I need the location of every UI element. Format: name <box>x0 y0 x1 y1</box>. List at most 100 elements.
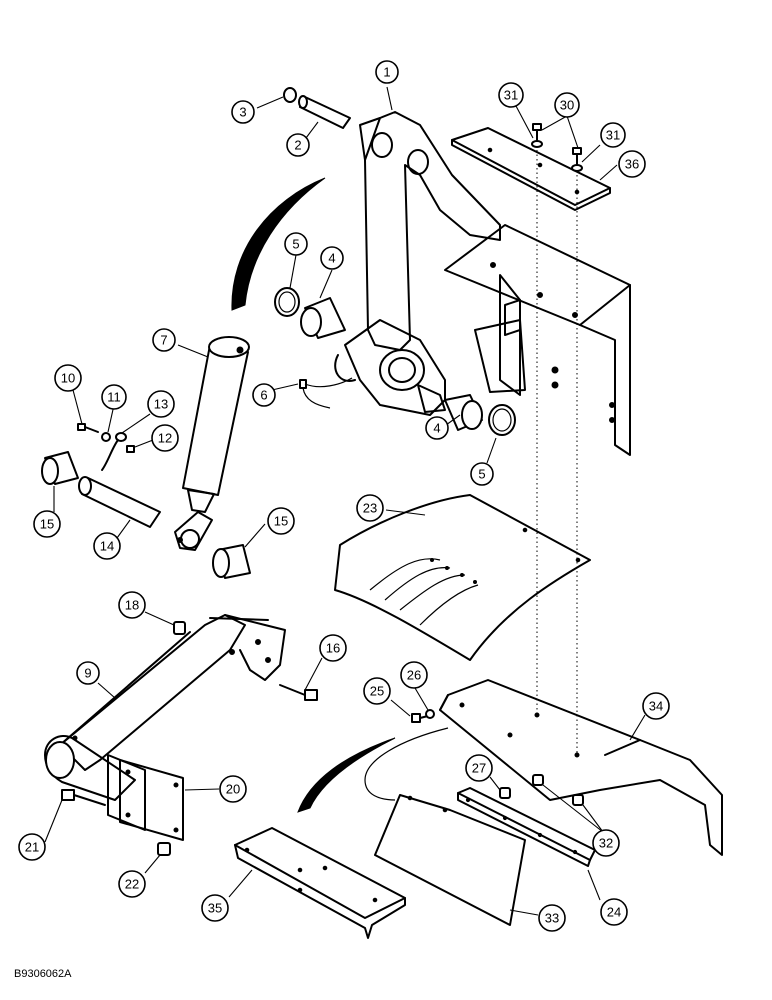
callout-25: 25 <box>363 677 391 705</box>
callout-33: 33 <box>538 904 566 932</box>
assembly-arrow-upper <box>231 177 326 311</box>
callout-3: 3 <box>231 100 255 124</box>
part-14-shaft <box>78 476 161 528</box>
callout-leaders <box>44 86 646 916</box>
callout-24: 24 <box>600 898 628 926</box>
leader-curve <box>364 727 449 801</box>
part-20-clamp-plates <box>107 754 184 841</box>
callout-5-lower: 5 <box>470 462 494 486</box>
callout-23: 23 <box>356 494 384 522</box>
callout-26: 26 <box>400 661 428 689</box>
svg-text:12: 12 <box>158 431 172 446</box>
callout-5-upper: 5 <box>284 232 308 256</box>
svg-text:11: 11 <box>107 390 121 405</box>
callout-35: 35 <box>201 894 229 922</box>
bolts-30-31 <box>531 123 583 172</box>
svg-text:30: 30 <box>560 98 574 113</box>
callout-7: 7 <box>152 328 176 352</box>
callouts: 1 2 3 4 4 5 5 6 7 9 10 11 12 13 14 15 15… <box>18 60 670 932</box>
part-15-bushing-right <box>212 544 251 579</box>
assembly-arrow-lower <box>297 737 396 813</box>
callout-16: 16 <box>319 634 347 662</box>
part-4-bushing-upper <box>300 297 346 339</box>
bolt-25-washer-26 <box>411 709 435 723</box>
callout-21: 21 <box>18 833 46 861</box>
svg-text:25: 25 <box>370 684 384 699</box>
callout-2: 2 <box>286 133 310 157</box>
svg-text:2: 2 <box>294 138 301 153</box>
svg-text:13: 13 <box>154 397 168 412</box>
part-33-flat-plate <box>374 794 526 926</box>
callout-32: 32 <box>592 829 620 857</box>
callout-31-right: 31 <box>600 122 626 148</box>
svg-text:4: 4 <box>433 421 440 436</box>
svg-text:1: 1 <box>383 65 390 80</box>
part-9-arm <box>44 614 286 801</box>
svg-text:31: 31 <box>504 88 518 103</box>
callout-27: 27 <box>465 754 493 782</box>
svg-text:15: 15 <box>274 514 288 529</box>
callout-34: 34 <box>642 692 670 720</box>
svg-text:15: 15 <box>40 517 54 532</box>
callout-4-upper: 4 <box>320 246 344 270</box>
svg-text:10: 10 <box>61 371 75 386</box>
callout-4-lower: 4 <box>425 416 449 440</box>
callout-15-left: 15 <box>33 510 61 538</box>
svg-text:23: 23 <box>363 501 377 516</box>
callout-36: 36 <box>618 150 646 178</box>
figure-code: B9306062A <box>14 968 72 980</box>
bolt-16 <box>279 684 318 701</box>
svg-text:26: 26 <box>407 668 421 683</box>
callout-15-right: 15 <box>267 507 295 535</box>
callout-10: 10 <box>54 364 82 392</box>
svg-text:16: 16 <box>326 641 340 656</box>
callout-11: 11 <box>101 384 127 410</box>
svg-text:24: 24 <box>607 905 621 920</box>
part-2-pin <box>298 95 351 129</box>
svg-text:4: 4 <box>328 251 335 266</box>
svg-text:5: 5 <box>478 467 485 482</box>
part-5-seal-lower <box>488 404 516 436</box>
part-7-hydraulic-cylinder <box>174 336 250 551</box>
callout-18: 18 <box>118 591 146 619</box>
side-bracket <box>444 224 631 456</box>
callout-31-left: 31 <box>498 82 524 108</box>
callout-12: 12 <box>151 424 179 452</box>
callout-20: 20 <box>219 775 247 803</box>
svg-text:21: 21 <box>25 840 39 855</box>
part-3-ring <box>283 87 297 103</box>
part-5-seal-upper <box>274 287 300 317</box>
callout-6: 6 <box>252 383 276 407</box>
nuts-32 <box>532 774 584 806</box>
svg-text:18: 18 <box>125 598 139 613</box>
svg-text:6: 6 <box>260 388 267 403</box>
callout-22: 22 <box>118 870 146 898</box>
svg-text:20: 20 <box>226 782 240 797</box>
svg-text:3: 3 <box>239 105 246 120</box>
part-15-bushing-left <box>41 451 79 485</box>
callout-13: 13 <box>147 390 175 418</box>
bolt-21 <box>61 789 106 806</box>
svg-text:36: 36 <box>625 157 639 172</box>
part-35-bottom-bracket <box>234 827 406 939</box>
nut-22 <box>157 842 171 856</box>
svg-text:14: 14 <box>100 539 114 554</box>
part-36-top-plate <box>451 127 611 211</box>
svg-text:34: 34 <box>649 699 663 714</box>
svg-text:7: 7 <box>160 333 167 348</box>
svg-text:33: 33 <box>545 911 559 926</box>
part-4-bushing-lower <box>444 394 483 431</box>
callout-14: 14 <box>93 532 121 560</box>
svg-text:31: 31 <box>606 128 620 143</box>
part-23-curved-shield <box>334 494 591 661</box>
part-24-strip <box>457 787 596 867</box>
nut-27 <box>499 787 511 799</box>
svg-text:22: 22 <box>125 877 139 892</box>
svg-text:32: 32 <box>599 836 613 851</box>
svg-text:9: 9 <box>84 666 91 681</box>
svg-text:35: 35 <box>208 901 222 916</box>
callout-30: 30 <box>554 92 580 118</box>
part-34-lower-bracket <box>439 679 723 856</box>
nut-18 <box>173 621 186 635</box>
